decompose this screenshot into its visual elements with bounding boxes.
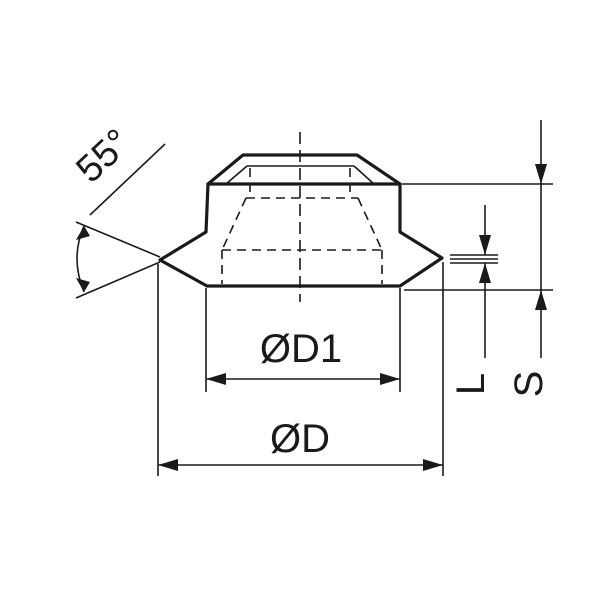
d-label: ØD	[270, 417, 330, 461]
angle-leader-line	[89, 143, 166, 216]
diameter-extension-lines	[157, 262, 444, 476]
s-arrow-down	[535, 164, 547, 184]
upper-cap-outline	[206, 153, 402, 186]
hidden-right-upper	[357, 197, 383, 251]
hidden-left-upper	[221, 197, 247, 251]
angle-arrow-top	[76, 226, 90, 240]
l-label: L	[449, 373, 493, 395]
l-dimension: L	[449, 205, 498, 395]
d-arrow-right	[423, 459, 443, 471]
d1-dimension: ØD1	[206, 327, 400, 385]
angle-arrow-bottom	[76, 278, 90, 292]
l-arrow-up	[479, 263, 491, 283]
angle-extension-upper	[75, 221, 161, 258]
s-label: S	[507, 371, 551, 398]
angle-label: 55°	[68, 121, 139, 191]
d1-label: ØD1	[260, 327, 342, 371]
hidden-lines	[221, 168, 383, 284]
d1-arrow-right	[380, 373, 400, 385]
s-arrow-up	[535, 290, 547, 310]
d1-arrow-left	[206, 373, 226, 385]
d-dimension: ØD	[158, 417, 443, 471]
d-arrow-left	[158, 459, 178, 471]
angle-dimension: 55°	[68, 121, 166, 299]
cap-inner-edge	[225, 165, 375, 185]
s-dimension: S	[402, 120, 553, 397]
main-body-outline	[158, 182, 444, 288]
l-arrow-down	[479, 235, 491, 255]
angle-extension-lower	[75, 261, 161, 299]
part-outline	[158, 153, 444, 288]
